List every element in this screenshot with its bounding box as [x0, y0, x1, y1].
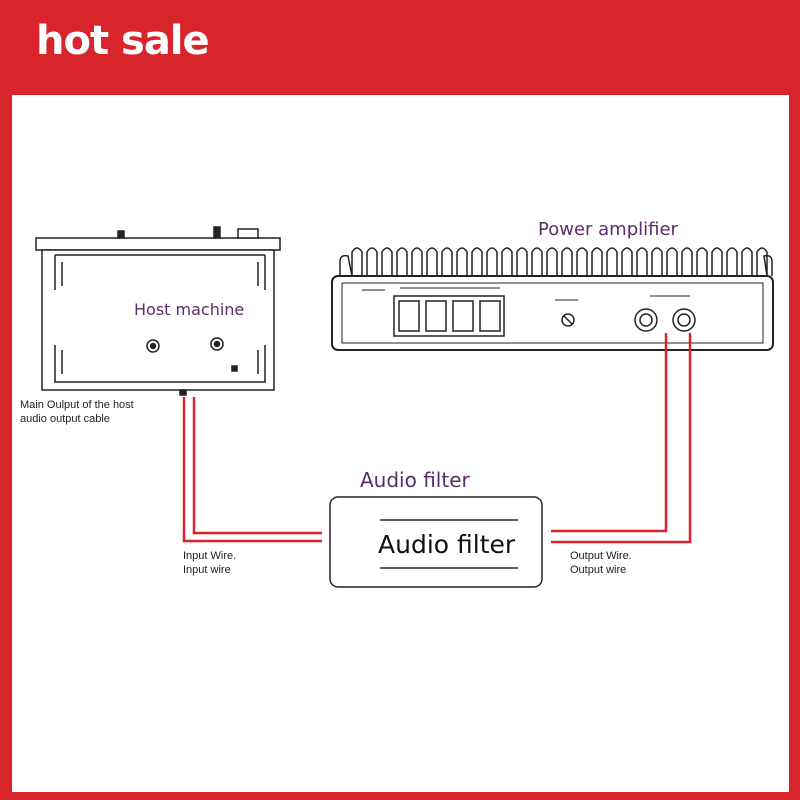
host-output-note-line1: Main Oulput of the host [20, 399, 134, 411]
input-wire-note-line1: Input Wire. [183, 550, 237, 562]
diagram-panel [12, 95, 789, 792]
audio-filter-title: Audio filter [360, 468, 470, 492]
output-wire-note-line2: Output wire [570, 564, 627, 576]
host-output-note-line2: audio output cable [20, 413, 110, 425]
audio-filter-box [329, 496, 543, 588]
hot-sale-badge: hot sale [0, 0, 245, 95]
power-amplifier-label: Power amplifier [538, 219, 678, 240]
input-wire-note-line2: Input wire [183, 564, 231, 576]
host-output-note: Main Oulput of the host audio output cab… [20, 398, 134, 426]
input-wire-note: Input Wire. Input wire [183, 549, 236, 577]
power-amplifier-illustration [331, 247, 774, 351]
hot-sale-label: hot sale [36, 18, 210, 64]
host-machine-label: Host machine [134, 300, 245, 319]
host-machine-illustration [35, 226, 281, 396]
output-wire-note-line1: Output Wire. [570, 550, 632, 562]
output-wire-note: Output Wire. Output wire [570, 549, 632, 577]
input-wire [182, 397, 322, 543]
output-wire [551, 333, 692, 544]
audio-filter-box-label: Audio filter [378, 530, 516, 559]
